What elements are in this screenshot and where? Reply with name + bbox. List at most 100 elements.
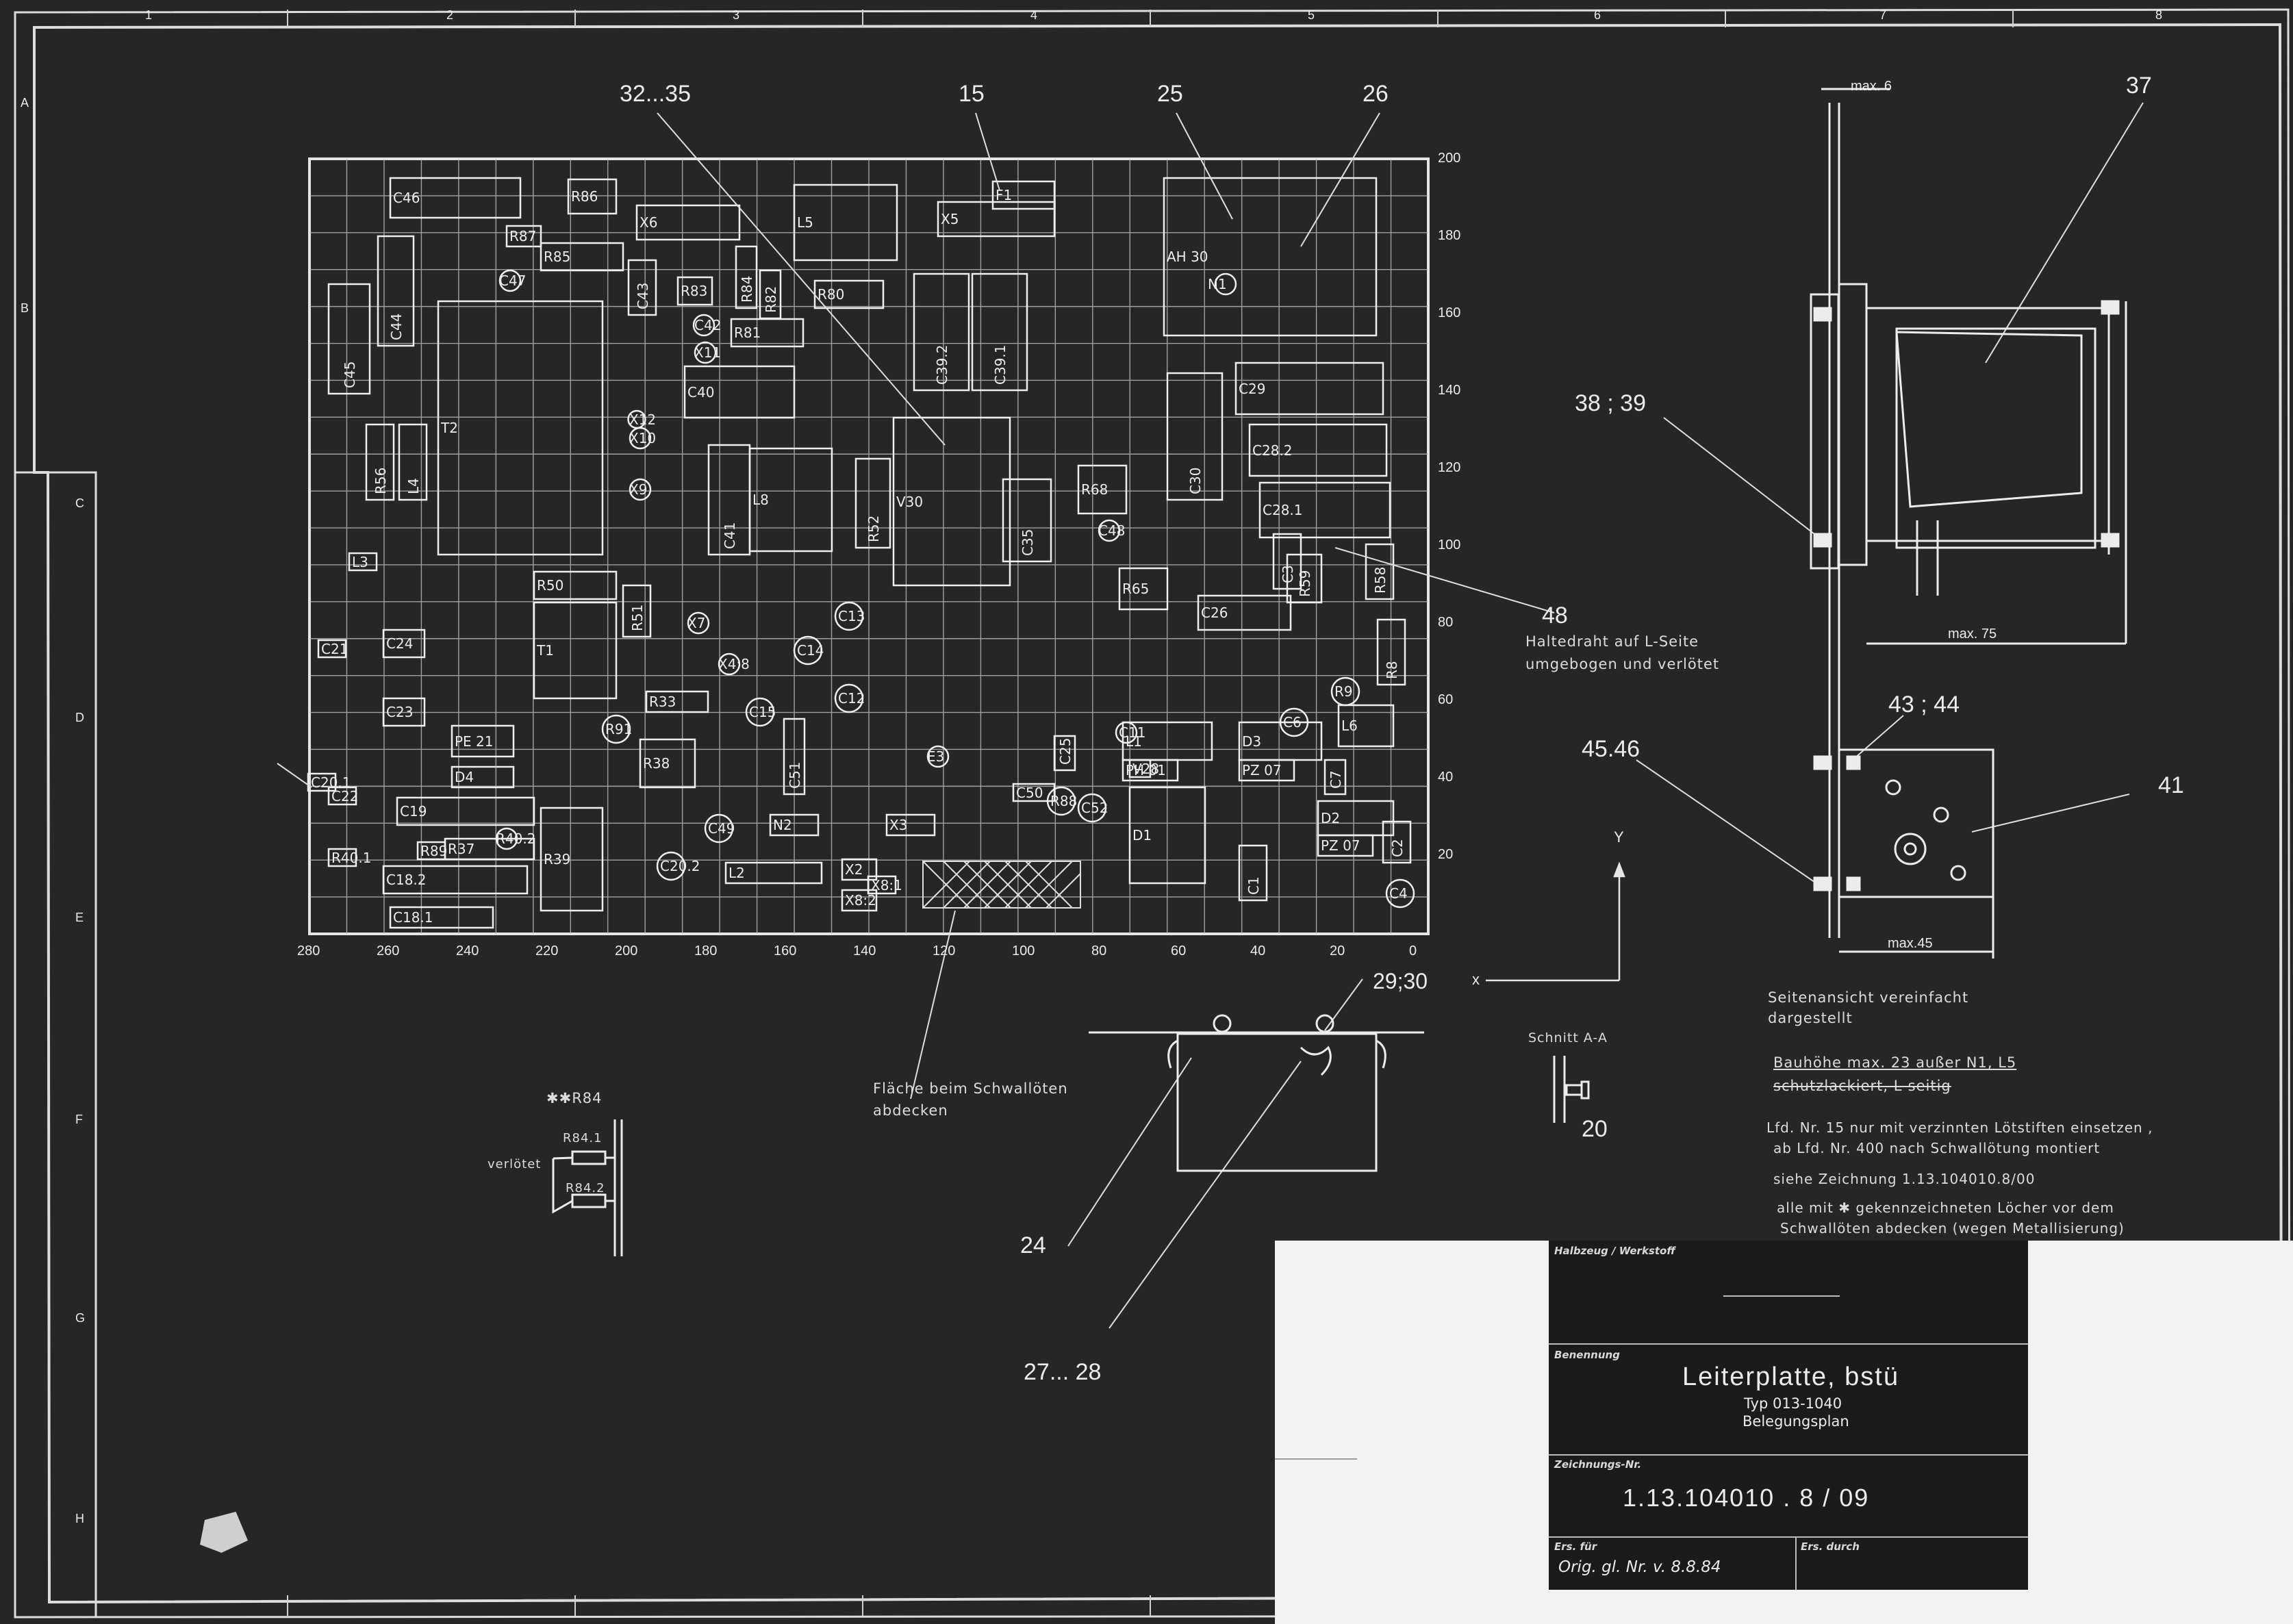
zeichnungs-label: Zeichnungs-Nr. <box>1554 1458 1642 1471</box>
pcb-component-label: T2 <box>441 420 458 436</box>
callout-37: 37 <box>2126 73 2152 99</box>
pcb-x-tick: 220 <box>535 943 559 959</box>
pcb-y-tick: 40 <box>1438 770 1454 785</box>
pcb-component-outline <box>1248 423 1388 477</box>
pcb-component-outline <box>389 906 494 929</box>
pcb-component-outline <box>1012 783 1056 802</box>
pcb-component-label: R85 <box>544 249 571 265</box>
pcb-component-label: C44 <box>388 313 405 340</box>
pcb-component-outline <box>365 423 395 501</box>
pcb-component-label: C41 <box>722 522 738 549</box>
grid-column-label: 4 <box>1030 8 1038 22</box>
pcb-component-label: L6 <box>1341 718 1358 734</box>
pcb-component-label: C42 <box>694 317 722 333</box>
pcb-component-label: X4:8 <box>718 656 750 672</box>
pcb-component-label: PZ 07 <box>1321 837 1360 854</box>
pcb-component-outline <box>1337 704 1395 748</box>
pcb-component-outline <box>769 813 820 837</box>
pcb-component-label: R37 <box>448 841 475 857</box>
pcb-x-tick: 120 <box>933 943 956 959</box>
pcb-component-outline <box>656 851 686 881</box>
pcb-component-label: N1 <box>1208 276 1227 292</box>
pcb-component-label: F1 <box>996 187 1013 203</box>
pcb-x-tick: 40 <box>1250 943 1266 959</box>
pcb-component-outline <box>1163 177 1378 337</box>
callout-25: 25 <box>1157 81 1183 107</box>
pcb-component-label: X12 <box>629 411 657 428</box>
pcb-component-outline <box>841 889 878 912</box>
grid-column-label: 8 <box>2155 8 2163 22</box>
pcb-component-label: C6 <box>1283 714 1302 731</box>
pcb-component-label: C29 <box>1239 380 1266 397</box>
pcb-component-label: R39 <box>544 851 571 867</box>
pcb-x-tick: 100 <box>1012 943 1035 959</box>
pcb-component-outline <box>1128 759 1152 778</box>
benennung-label: Benennung <box>1554 1349 1620 1361</box>
pcb-x-tick: 80 <box>1091 943 1107 959</box>
grid-row-label: F <box>75 1113 83 1126</box>
pcb-component-outline <box>892 416 1011 587</box>
pcb-component-label: R87 <box>509 228 537 244</box>
pcb-component-outline <box>991 180 1056 210</box>
pcb-component-label: C28.1 <box>1263 502 1303 518</box>
pcb-component-outline <box>639 738 696 789</box>
pcb-component-outline <box>382 629 426 659</box>
pcb-component-label: C46 <box>393 190 420 206</box>
pcb-component-outline <box>1053 735 1076 772</box>
pcb-component-label: R80 <box>818 286 845 303</box>
pcb-component-label: C39.1 <box>992 344 1009 385</box>
pcb-x-tick: 260 <box>377 943 400 959</box>
pcb-component-outline <box>1382 820 1412 864</box>
pcb-component-outline <box>735 245 758 309</box>
callout-29-30: 29;30 <box>1373 969 1428 993</box>
pcb-x-tick: 140 <box>853 943 876 959</box>
pcb-component-label: X10 <box>629 430 657 446</box>
pcb-component-outline <box>307 772 337 792</box>
pcb-component-label: L2 <box>729 865 745 881</box>
pcb-component-outline <box>687 611 710 635</box>
pcb-component-outline <box>937 201 1056 238</box>
pcb-component-outline <box>676 276 713 306</box>
pcb-component-label: C19 <box>400 803 427 820</box>
pcb-component-outline <box>971 272 1028 392</box>
pcb-component-label: C1 <box>1245 876 1262 895</box>
pcb-component-outline <box>1330 676 1360 707</box>
pcb-component-label: C14 <box>797 642 824 659</box>
pcb-x-tick: 180 <box>694 943 718 959</box>
pcb-component-label: C11 <box>1119 724 1146 741</box>
pcb-component-label: R40.2 <box>496 830 536 847</box>
pcb-component-label: C50 <box>1016 784 1043 801</box>
pcb-component-outline <box>389 177 522 219</box>
pcb-component-outline <box>793 183 898 262</box>
pcb-component-label: R81 <box>734 325 761 341</box>
pcb-x-tick: 160 <box>774 943 797 959</box>
pcb-component-outline <box>1385 878 1415 909</box>
pcb-component-label: L5 <box>797 214 813 231</box>
pcb-component-label: C52 <box>1081 800 1109 816</box>
pcb-x-tick: 20 <box>1330 943 1345 959</box>
pcb-component-label: D4 <box>455 769 474 785</box>
pcb-y-tick: 100 <box>1438 537 1461 553</box>
pcb-component-label: C21 <box>321 640 349 657</box>
pcb-component-outline <box>707 444 751 556</box>
pcb-component-label: C45 <box>342 361 358 388</box>
pcb-component-outline <box>540 242 624 272</box>
note-r84-1: R84.1 <box>563 1131 603 1145</box>
pcb-component-label: C3 <box>1280 565 1296 583</box>
dim-max-6: max. 6 <box>1851 79 1892 94</box>
callout-24: 24 <box>1020 1232 1046 1258</box>
note-schutzlackiert: schutzlackiert, L-seitig <box>1773 1078 1951 1094</box>
pcb-component-outline <box>498 269 522 292</box>
pcb-component-label: V28 <box>1132 760 1160 777</box>
pcb-component-label: R82 <box>763 286 779 313</box>
pcb-component-label: C25 <box>1057 737 1074 765</box>
note-haltedraht-2: umgebogen und verlötet <box>1525 656 1720 672</box>
pcb-y-tick: 180 <box>1438 228 1461 243</box>
pcb-component-label: X6 <box>639 214 658 231</box>
pcb-x-tick: 240 <box>456 943 479 959</box>
title-block-title: Leiterplatte, bstü <box>1682 1362 1899 1391</box>
pcb-component-outline <box>783 718 806 796</box>
pcb-component-label: L4 <box>405 478 422 494</box>
pcb-component-outline <box>913 272 970 392</box>
pcb-component-label: PH 01 <box>1126 762 1166 778</box>
